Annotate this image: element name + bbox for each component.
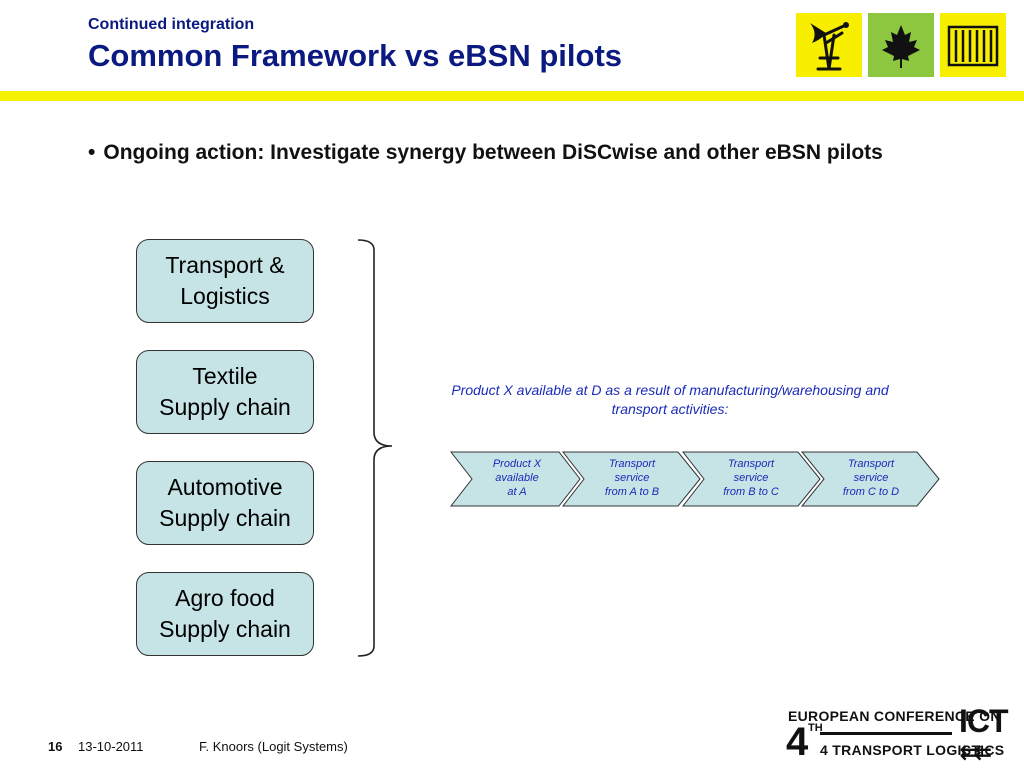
- sector-box-agro-food: Agro food Supply chain: [136, 572, 314, 656]
- arrows-left-icon: ⇇⇇: [960, 742, 991, 764]
- conference-edition-number: 4: [786, 720, 809, 764]
- header-divider: [0, 91, 1024, 101]
- bullet-point: • Ongoing action: Investigate synergy bet…: [88, 135, 998, 171]
- footer-date: 13-10-2011: [78, 739, 144, 754]
- grouping-brace: [357, 239, 393, 657]
- sector-label: Agro food Supply chain: [159, 585, 291, 642]
- process-step-shape: [449, 451, 581, 507]
- sector-label: Transport & Logistics: [165, 252, 285, 309]
- process-step-label: Transport service from B to C: [723, 458, 779, 498]
- sector-label: Textile Supply chain: [159, 363, 291, 420]
- process-step-label: Transport service from C to D: [842, 458, 900, 498]
- process-step-shape: [681, 451, 821, 507]
- conference-title-top: EUROPEAN CONFERENCE ON: [788, 708, 1001, 724]
- process-chain: [449, 451, 940, 507]
- sector-box-transport-logistics: Transport & Logistics: [136, 239, 314, 323]
- process-step-shape: [561, 451, 701, 507]
- process-step-shape: [800, 451, 940, 507]
- shipping-container-icon: [940, 13, 1006, 77]
- conference-edition-ordinal: TH: [808, 722, 823, 734]
- process-caption: Product X available at D as a result of …: [451, 382, 889, 417]
- process-step-label: Product X available at A: [492, 458, 542, 498]
- sector-box-textile: Textile Supply chain: [136, 350, 314, 434]
- sector-label: Automotive Supply chain: [159, 474, 291, 531]
- sector-box-automotive: Automotive Supply chain: [136, 461, 314, 545]
- conference-logo-rule: [820, 732, 952, 735]
- bullet-text: Ongoing action: Investigate synergy betw…: [103, 141, 883, 164]
- maple-leaf-icon: [868, 13, 934, 77]
- footer-author: F. Knoors (Logit Systems): [199, 739, 348, 754]
- slide-subtitle: Continued integration: [88, 16, 255, 33]
- process-step-label: Transport service from A to B: [604, 458, 660, 498]
- conference-title-bottom: 4 TRANSPORT LOGISTICS: [820, 742, 1005, 758]
- antenna-tower-icon: [796, 13, 862, 77]
- bullet-marker: •: [88, 141, 96, 164]
- slide-title: Common Framework vs eBSN pilots: [88, 38, 623, 73]
- conference-logo: EUROPEAN CONFERENCE ON 4 TH 4 TRANSPORT …: [784, 703, 1012, 764]
- conference-ict-mark: ICT: [959, 703, 1009, 739]
- page-number: 16: [48, 739, 63, 754]
